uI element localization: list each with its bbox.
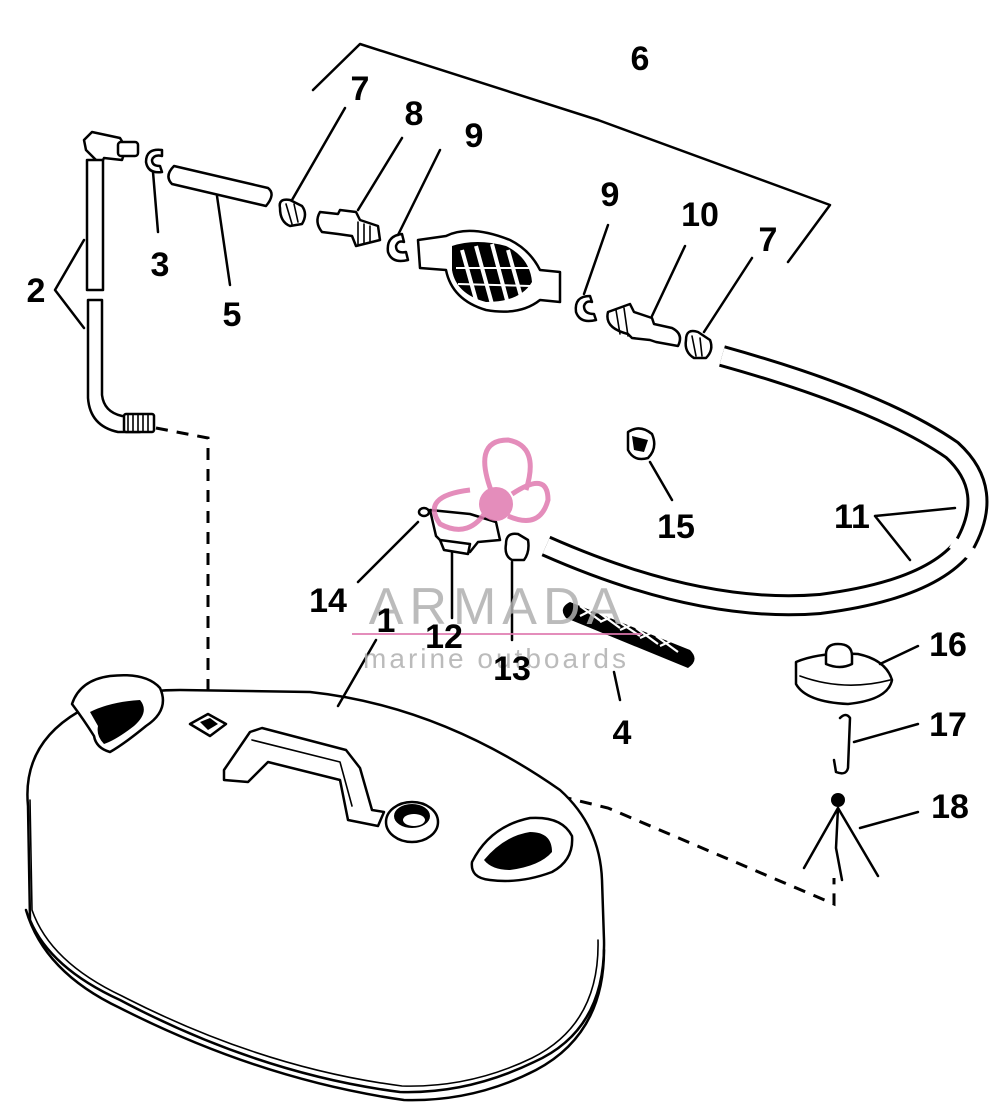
callout-16: 16 (929, 626, 967, 664)
callout-17: 17 (929, 706, 967, 744)
clip-9-right (574, 223, 610, 323)
fuel-cap-16 (794, 642, 920, 706)
fuel-tank-1 (24, 638, 606, 1102)
clamp-7-right (684, 256, 754, 360)
callout-1: 1 (377, 602, 396, 640)
clamp-7-left (278, 106, 347, 228)
retainer-17 (832, 713, 920, 775)
spring-18 (802, 793, 920, 882)
clip-3 (144, 148, 164, 234)
connector-8 (316, 136, 404, 248)
callout-18: 18 (931, 788, 969, 826)
hose-5 (167, 164, 273, 287)
callout-10: 10 (681, 196, 719, 234)
callout-15: 15 (657, 508, 695, 546)
callout-7-right: 7 (759, 221, 778, 259)
callout-5: 5 (223, 296, 242, 334)
watermark-tagline: marine outboards (363, 643, 629, 674)
callout-3: 3 (151, 246, 170, 284)
callout-2: 2 (27, 272, 46, 310)
clamp-13 (504, 532, 530, 642)
primer-bulb (416, 229, 562, 313)
pickup-tube (53, 130, 156, 434)
callout-14: 14 (309, 582, 347, 620)
connector-10 (606, 244, 687, 348)
fuel-line-11 (541, 345, 989, 617)
callout-7-left: 7 (351, 70, 370, 108)
callout-12: 12 (425, 618, 463, 656)
watermark-brand: ARMADA (369, 578, 627, 636)
callout-8: 8 (405, 95, 424, 133)
callout-labels: 1 2 3 4 5 6 7 8 9 9 10 7 11 12 13 14 15 … (27, 40, 969, 826)
callout-13: 13 (493, 650, 531, 688)
callout-6: 6 (631, 40, 650, 78)
callout-11: 11 (834, 498, 870, 536)
callout-9-left: 9 (465, 117, 484, 155)
hose-assembly-bracket (311, 42, 832, 264)
clip-9-left (386, 148, 442, 263)
plug-15 (626, 427, 674, 502)
o-ring-14 (356, 506, 431, 584)
callout-9-right: 9 (601, 176, 620, 214)
armada-watermark: ARMADA marine outboards (352, 437, 642, 674)
callout-4: 4 (613, 714, 632, 752)
propeller-logo (431, 437, 551, 532)
fitting-12 (428, 508, 502, 620)
